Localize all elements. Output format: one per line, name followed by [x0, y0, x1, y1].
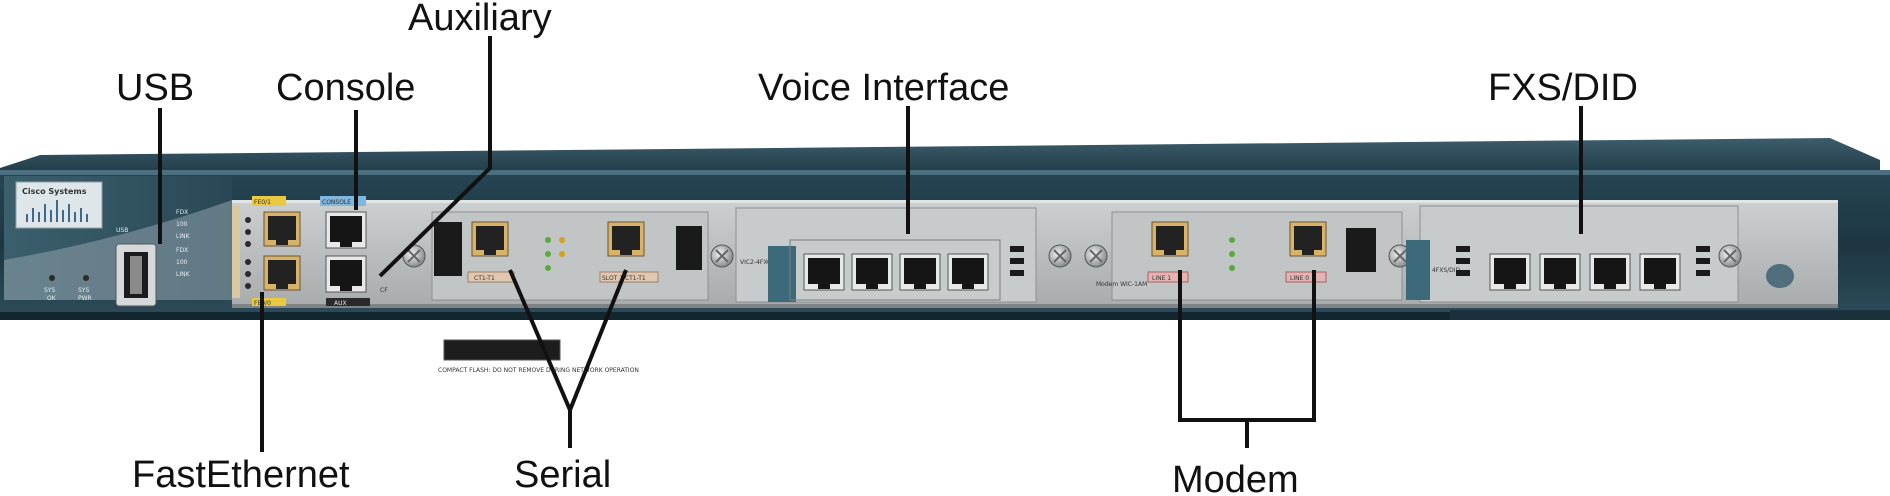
- console-port: [325, 211, 367, 249]
- usb-label: USB: [116, 67, 194, 109]
- svg-text:FE0/1: FE0/1: [254, 199, 271, 206]
- svg-text:CT1-T1: CT1-T1: [474, 275, 495, 282]
- modem-wic-module: Modem WIC-1AM LINE 1 LINE 0: [1084, 211, 1412, 301]
- modem-label: Modem: [1172, 459, 1299, 496]
- svg-text:LINK: LINK: [176, 233, 191, 240]
- svg-text:AUX: AUX: [334, 300, 347, 307]
- fastethernet-port-0-0: [263, 255, 301, 291]
- callout-labels: USB Console Auxiliary Voice Interface FX…: [116, 0, 1638, 496]
- svg-text:OK: OK: [47, 295, 57, 302]
- auxiliary-label: Auxiliary: [408, 0, 552, 39]
- svg-text:FDX: FDX: [176, 247, 188, 254]
- voice-port-0: [803, 253, 845, 291]
- chassis-right: Cisco 2800 Series: [1714, 264, 1861, 377]
- fastethernet-port-0-1: [263, 211, 301, 247]
- svg-text:USB: USB: [116, 227, 128, 234]
- voice-port-3: [947, 253, 989, 291]
- fxs-port-0: [1489, 253, 1531, 291]
- system-leds: SYS SYS OK PWR: [44, 275, 92, 302]
- svg-text:FDX: FDX: [176, 209, 188, 216]
- svg-text:LINE 1: LINE 1: [1152, 275, 1171, 282]
- auxiliary-leader: [378, 36, 492, 278]
- cisco-logo: Cisco Systems: [15, 181, 103, 229]
- voice-port-1: [851, 253, 893, 291]
- svg-text:COMPACT FLASH: DO NOT REMOVE D: COMPACT FLASH: DO NOT REMOVE DURING NETW…: [438, 367, 639, 374]
- console-label: Console: [276, 67, 415, 109]
- fxs-did-label: FXS/DID: [1488, 67, 1638, 109]
- svg-text:VIC 4FXS/DID: VIC 4FXS/DID: [1420, 267, 1461, 274]
- voice-interface-label: Voice Interface: [758, 67, 1009, 109]
- serial-wic-module: CT1-T1 SLOT 1 CT1-T1 COMPACT FLASH: DO N…: [402, 211, 734, 374]
- svg-text:100: 100: [176, 259, 188, 266]
- svg-text:PWR: PWR: [78, 295, 92, 302]
- leader-lines: [158, 36, 1583, 452]
- serial-port-a: [471, 221, 509, 257]
- svg-text:LINE 0: LINE 0: [1290, 275, 1309, 282]
- svg-text:Series: Series: [1818, 359, 1861, 376]
- svg-text:VIC2-4FXO: VIC2-4FXO: [740, 259, 772, 266]
- compact-flash-slot: [443, 339, 561, 361]
- serial-port-b: [607, 221, 645, 257]
- voice-port-2: [899, 253, 941, 291]
- aux-port: [325, 255, 367, 293]
- svg-text:100: 100: [176, 221, 188, 228]
- fastethernet-label: FastEthernet: [132, 454, 350, 496]
- fxs-port-2: [1589, 253, 1631, 291]
- svg-text:CONSOLE: CONSOLE: [322, 199, 351, 206]
- modem-port-line-0: [1289, 221, 1327, 257]
- fxs-port-3: [1639, 253, 1681, 291]
- fxs-port-1: [1539, 253, 1581, 291]
- fxs-did-module: VIC 4FXS/DID: [1406, 205, 1742, 303]
- svg-text:Cisco 2800: Cisco 2800: [1714, 356, 1813, 377]
- serial-label: Serial: [514, 454, 611, 496]
- voice-interface-module: VIC2-4FXO: [735, 207, 1072, 303]
- svg-text:Cisco Systems: Cisco Systems: [22, 187, 87, 196]
- svg-text:Modem WIC-1AM: Modem WIC-1AM: [1096, 281, 1147, 288]
- svg-text:LINK: LINK: [176, 271, 191, 278]
- svg-text:SYS: SYS: [78, 287, 89, 294]
- usb-port: USB: [115, 227, 157, 307]
- chassis-top: [0, 138, 1880, 178]
- svg-text:CF: CF: [380, 287, 388, 294]
- modem-port-line-1: [1151, 221, 1189, 257]
- svg-text:SYS: SYS: [44, 287, 55, 294]
